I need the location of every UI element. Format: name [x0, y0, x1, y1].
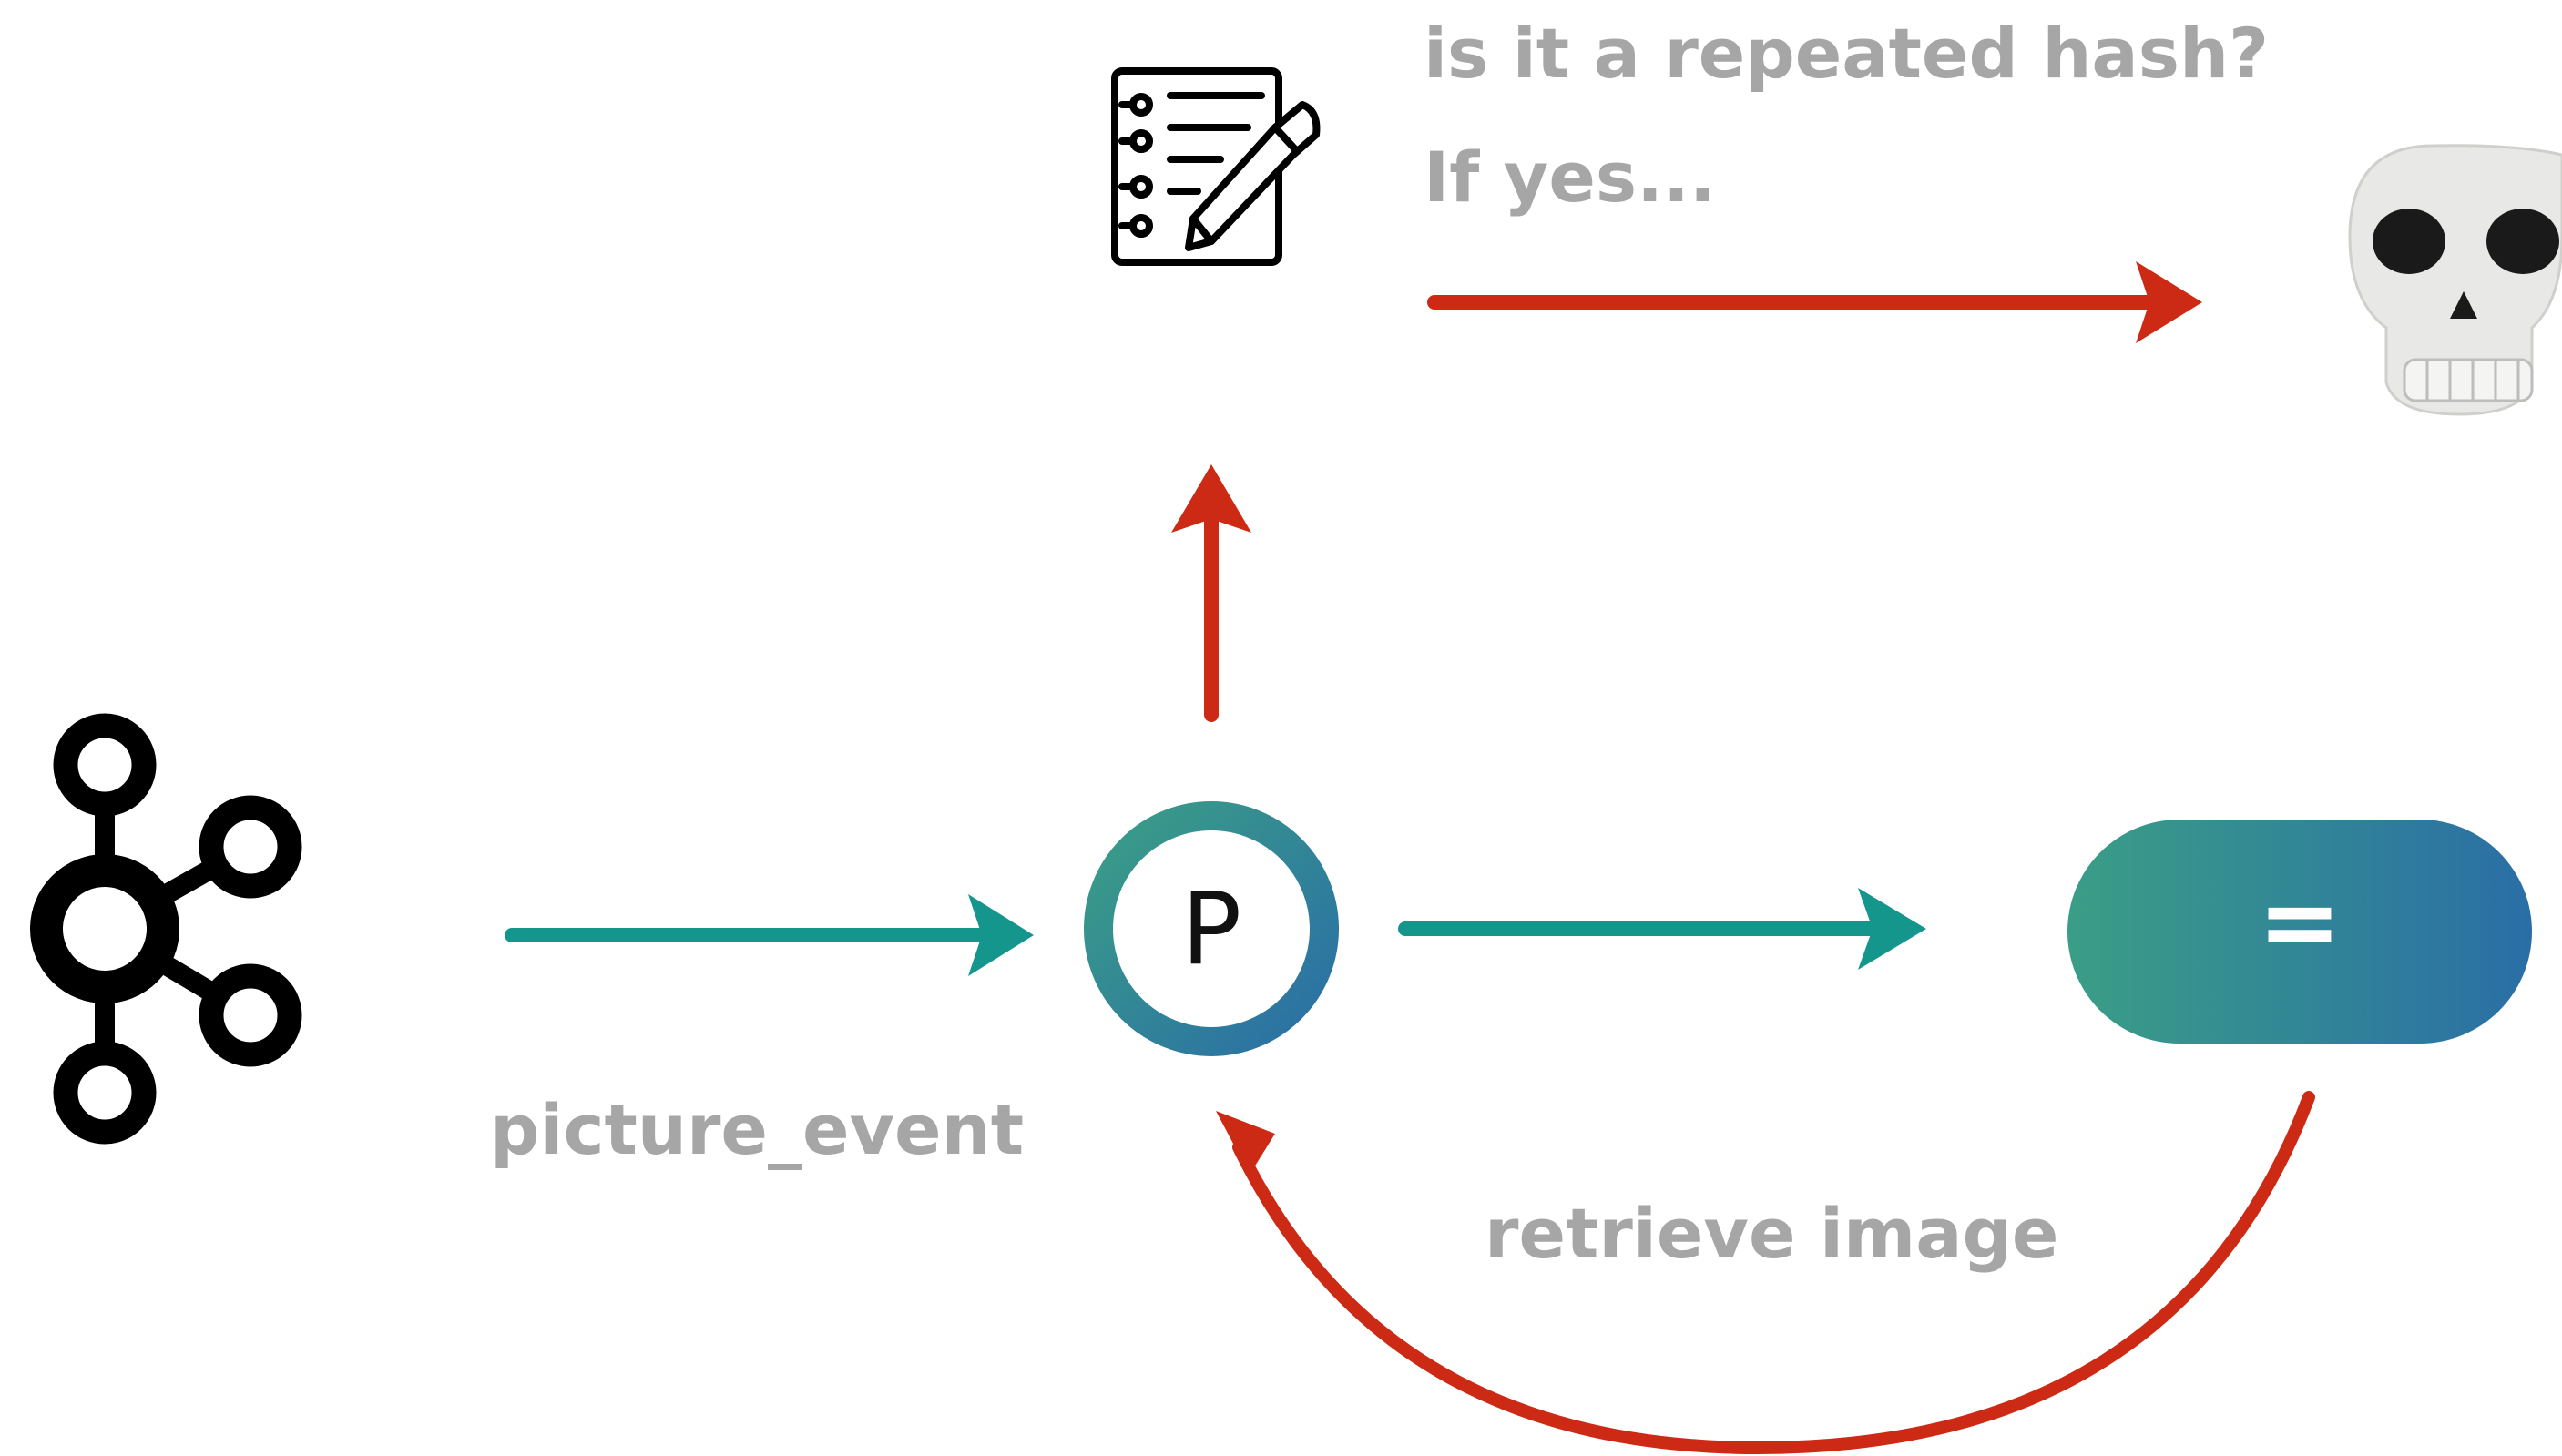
- kafka-logo-icon: [30, 713, 302, 1145]
- arrow-processor-to-storage: [1398, 888, 1926, 970]
- storage-symbol: =: [2258, 863, 2342, 980]
- condition-label: If yes...: [1424, 137, 1716, 218]
- arrow-storage-to-processor: [1216, 1091, 2315, 1455]
- processor-letter: P: [1181, 871, 1241, 987]
- notepad-pencil-icon: [1111, 67, 1321, 266]
- storage-pill-icon: =: [2067, 820, 2532, 1044]
- processor-circle-icon: P: [1084, 801, 1339, 1056]
- question-label: is it a repeated hash?: [1424, 13, 2270, 94]
- arrow-notepad-to-skull: [1427, 261, 2202, 343]
- arrow-kafka-to-processor: [505, 894, 1034, 976]
- retrieve-label: retrieve image: [1485, 1193, 2059, 1274]
- arrow-processor-to-notepad: [1171, 464, 1251, 722]
- skull-icon: [2348, 144, 2562, 416]
- event-label: picture_event: [490, 1089, 1025, 1170]
